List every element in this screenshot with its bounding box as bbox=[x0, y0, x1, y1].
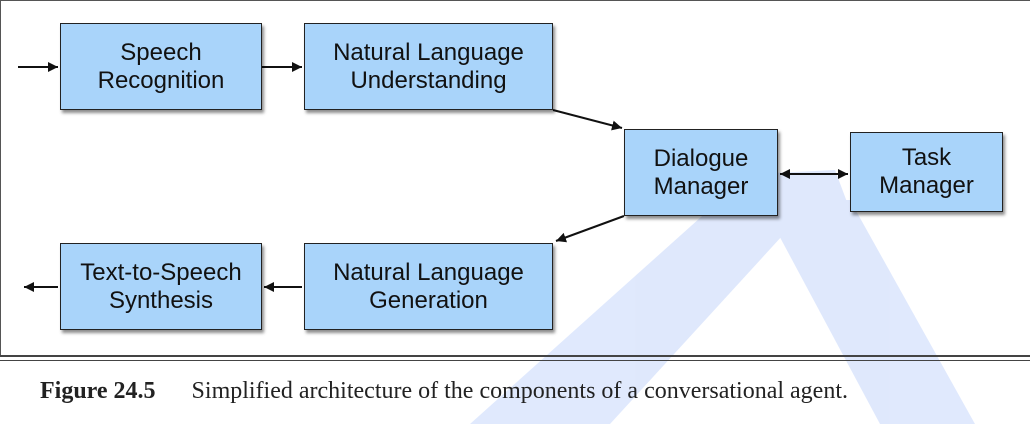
node-task-manager: Task Manager bbox=[850, 132, 1003, 212]
figure-frame bbox=[0, 0, 1030, 355]
node-label: Natural Language Understanding bbox=[333, 38, 524, 94]
node-dialogue-manager: Dialogue Manager bbox=[624, 129, 778, 216]
arrow-nlu-to-dialogue-manager bbox=[552, 109, 623, 131]
node-text-to-speech-synthesis: Text-to-Speech Synthesis bbox=[60, 243, 262, 330]
node-label: Text-to-Speech Synthesis bbox=[80, 258, 242, 314]
node-natural-language-generation: Natural Language Generation bbox=[304, 243, 553, 330]
node-label: Task Manager bbox=[879, 144, 974, 199]
caption-label: Figure 24.5 bbox=[40, 378, 156, 404]
node-speech-recognition: Speech Recognition bbox=[60, 23, 262, 110]
arrow-dialogue-manager-to-nlg bbox=[555, 215, 625, 243]
caption-text: Simplified architecture of the component… bbox=[191, 378, 848, 404]
node-label: Natural Language Generation bbox=[333, 258, 524, 314]
node-label: Speech Recognition bbox=[97, 38, 225, 94]
node-label: Dialogue Manager bbox=[653, 144, 749, 200]
architecture-diagram bbox=[18, 62, 848, 292]
figure-caption: Figure 24.5 Simplified architecture of th… bbox=[40, 378, 848, 405]
caption-rule bbox=[0, 360, 1030, 361]
node-natural-language-understanding: Natural Language Understanding bbox=[304, 23, 553, 110]
caption-rule bbox=[0, 355, 1030, 357]
